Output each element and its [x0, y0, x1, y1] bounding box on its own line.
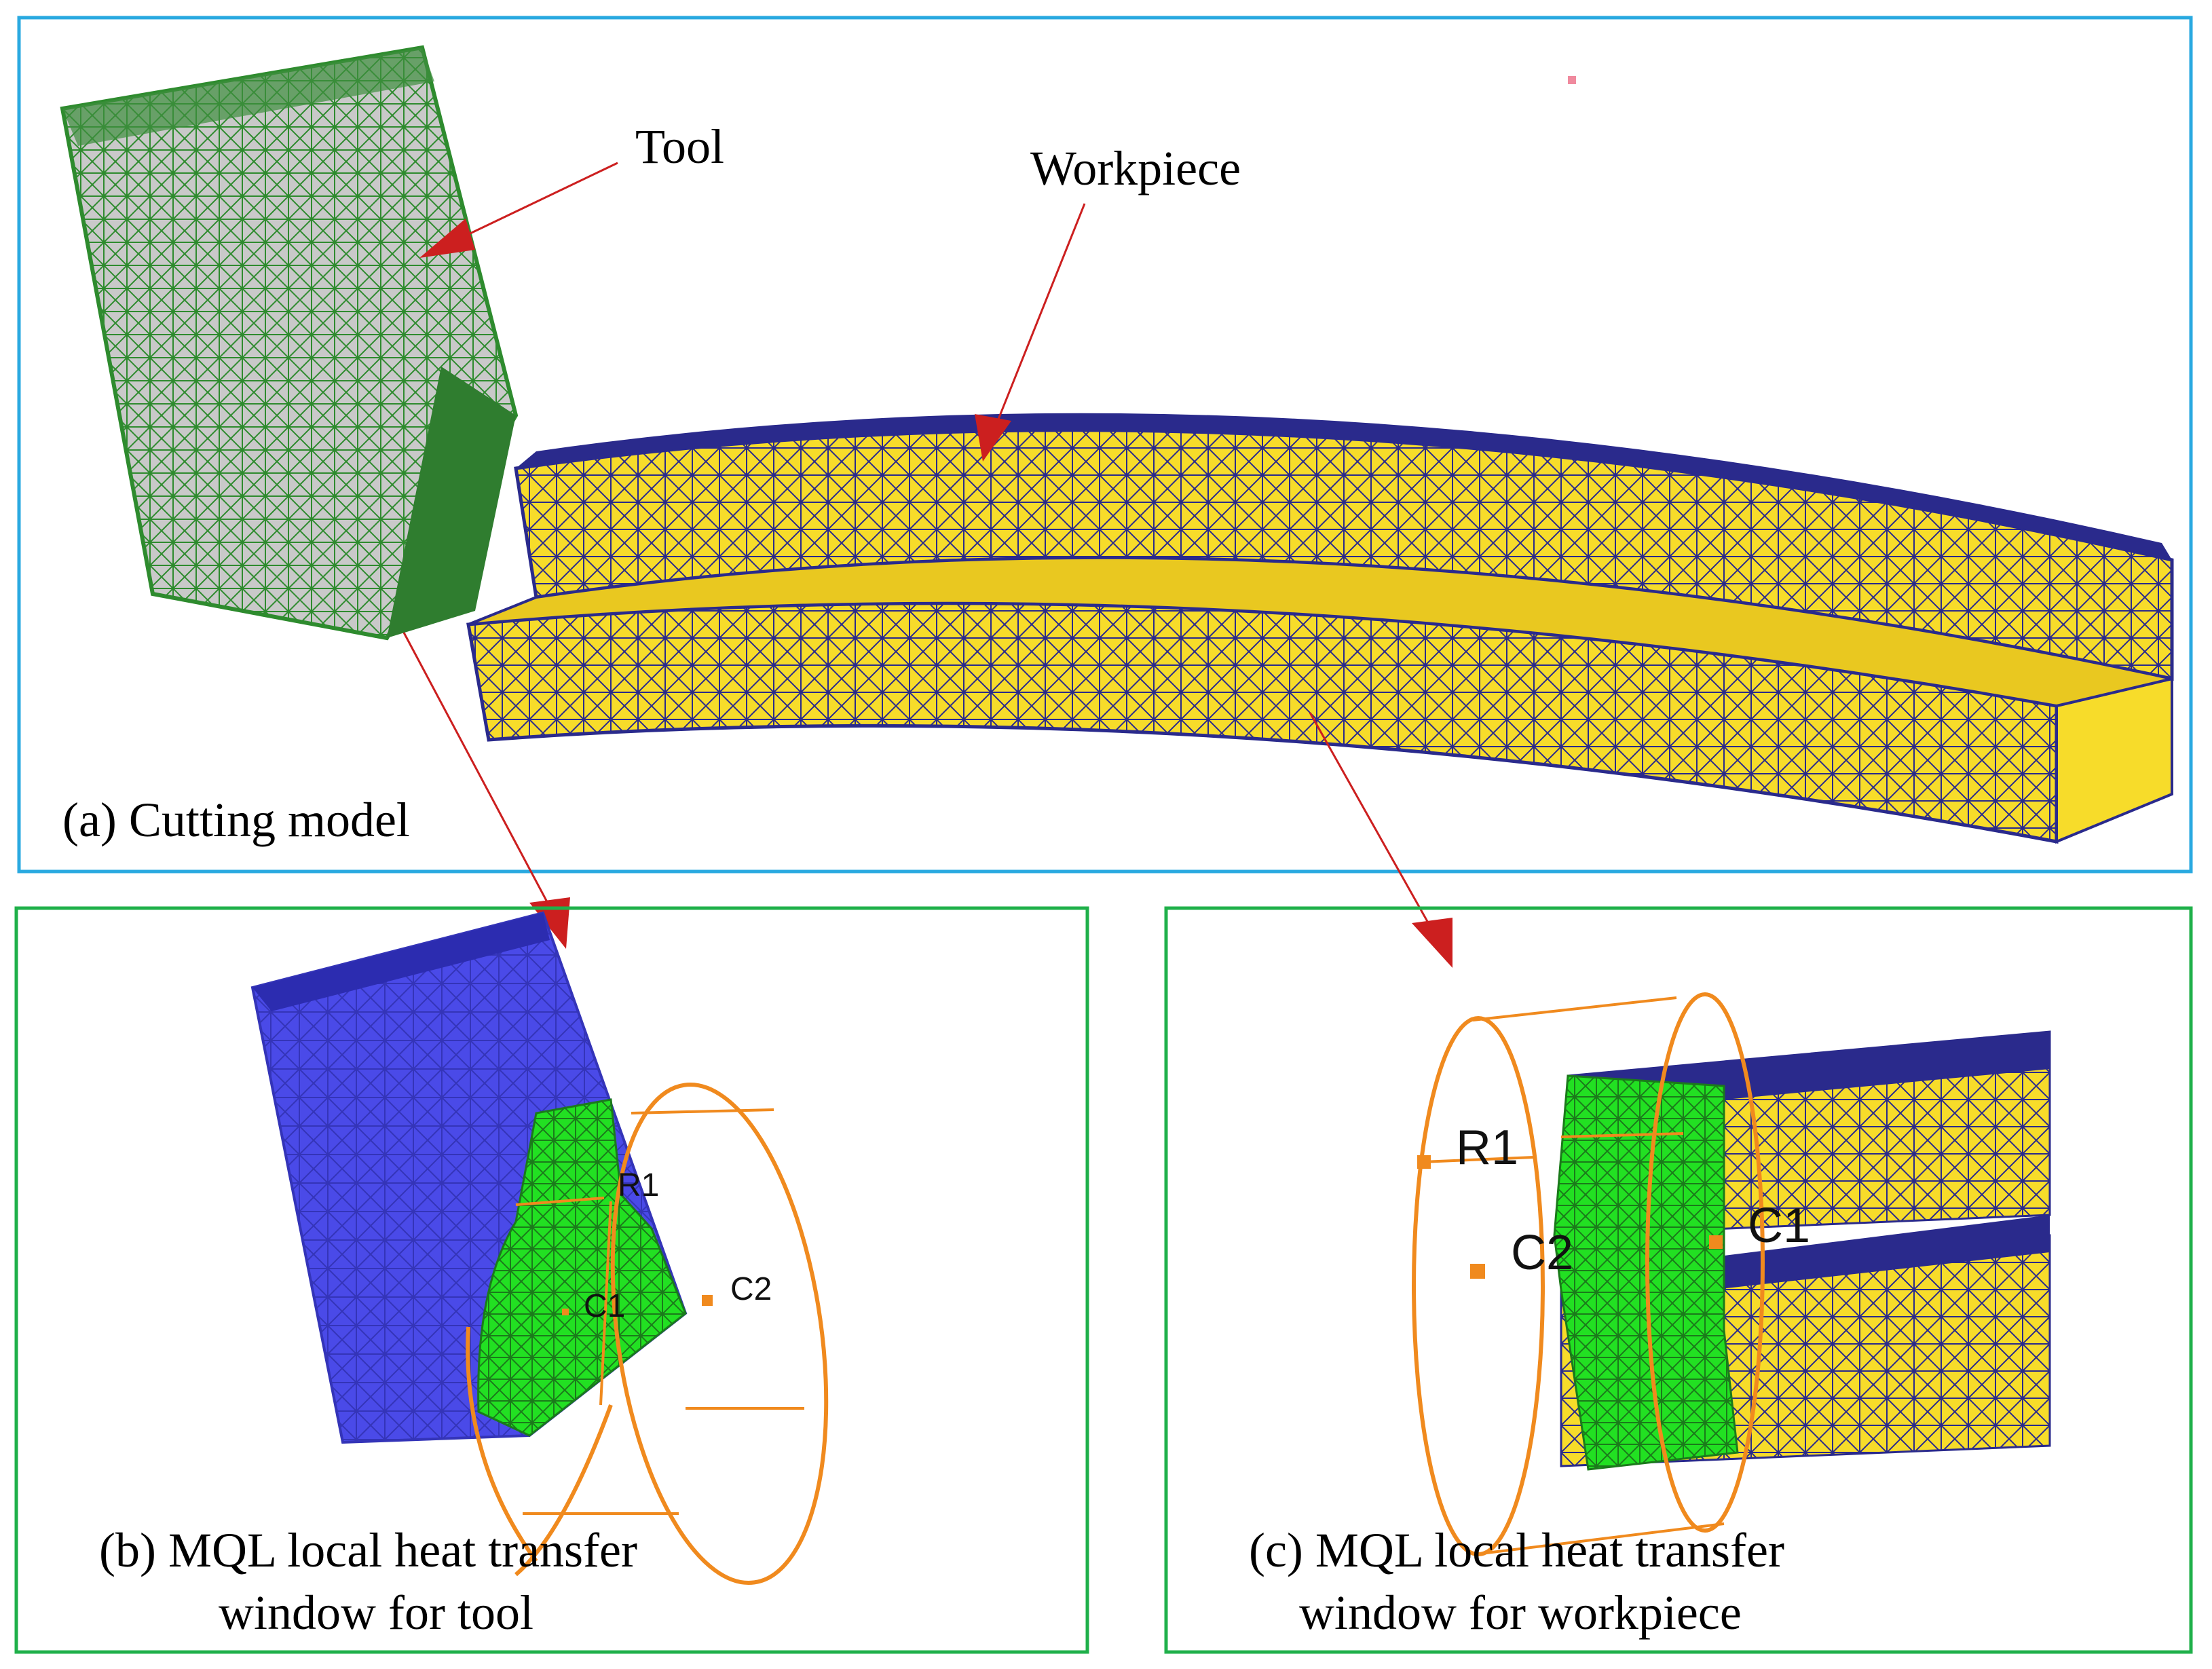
panel-a-border [17, 16, 2193, 874]
panel-b-r1-label: R1 [618, 1167, 659, 1203]
panel-c-border [1164, 906, 2193, 1654]
c2-point [702, 1295, 713, 1306]
workpiece-label-arrow [975, 203, 1086, 462]
panel-c-c2-point [1470, 1264, 1485, 1279]
panel-c-caption-line1: (c) MQL local heat transfer [1249, 1523, 1784, 1577]
panel-c-r1-label: R1 [1456, 1121, 1518, 1175]
panel-b-caption-line1: (b) MQL local heat transfer [99, 1523, 637, 1577]
panel-b-c2-label: C2 [730, 1271, 772, 1307]
panel-c: R1 C2 C1 (c) MQL local heat transfer win… [1164, 906, 2193, 1654]
panel-a-caption: (a) Cutting model [62, 793, 410, 847]
panel-b-c1-label: C1 [584, 1288, 625, 1324]
panel-b-caption-line2: window for tool [219, 1586, 533, 1640]
tool-model [60, 45, 519, 641]
panel-a: Tool Workpiece (a) Cutting model [17, 16, 2193, 874]
tool-label: Tool [635, 119, 724, 174]
tool-closeup [250, 911, 688, 1444]
connector-arrow-to-c [1309, 712, 1452, 968]
panel-c-caption-line2: window for workpiece [1299, 1586, 1742, 1640]
workpiece-model [466, 413, 2174, 844]
panel-c-c1-label: C1 [1748, 1199, 1810, 1253]
c1-point [562, 1309, 569, 1315]
connector-arrow-to-b [402, 632, 570, 949]
panel-c-c2-label: C2 [1511, 1226, 1573, 1280]
marker-dot [1568, 76, 1576, 84]
panel-c-c1-point [1709, 1235, 1723, 1249]
panel-c-r1-point [1417, 1155, 1431, 1169]
mql-window-workpiece [1412, 992, 1765, 1556]
panel-b: R1 C1 C2 (b) MQL local heat transfer win… [14, 906, 1089, 1654]
mql-window-tool [466, 1083, 829, 1585]
tool-label-arrow [419, 162, 618, 258]
workpiece-label: Workpiece [1030, 141, 1241, 195]
panel-b-border [14, 906, 1089, 1654]
